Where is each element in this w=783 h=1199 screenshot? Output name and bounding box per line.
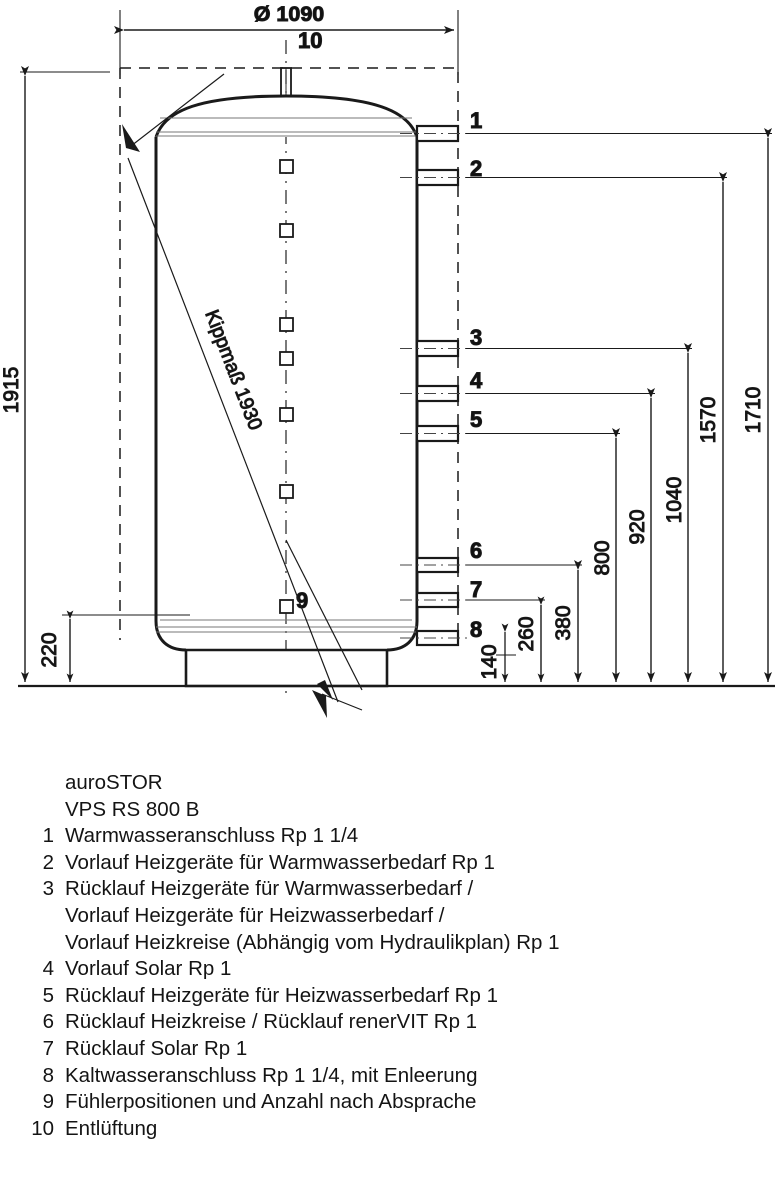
port-nozzle-7: [400, 591, 470, 609]
legend-item-1: 1 Warmwasseranschluss Rp 1 1/4: [0, 823, 783, 850]
sensor-marker: [279, 159, 294, 174]
legend-item-9: 9 Fühlerpositionen und Anzahl nach Abspr…: [0, 1089, 783, 1116]
sensor-callout-9: 9: [296, 588, 308, 613]
port-callout-6: 6: [470, 538, 482, 563]
dim-label-260: 260: [515, 616, 538, 651]
port-callout-1: 1: [470, 108, 482, 133]
legend-item-3-line-3: Vorlauf Heizkreise (Abhängig vom Hydraul…: [65, 930, 560, 954]
dim-label-800: 800: [591, 540, 614, 575]
legend-item-3-line-2: Vorlauf Heizgeräte für Heizwasserbedarf …: [65, 903, 445, 927]
legend-item-5: 5 Rücklauf Heizgeräte für Heizwasserbeda…: [0, 983, 783, 1010]
port-callout-7: 7: [470, 577, 482, 602]
port-nozzle-8: [400, 629, 470, 647]
port-nozzle-6: [400, 556, 470, 574]
base-offset-dimension: [62, 610, 190, 682]
sensor-marker: [279, 317, 294, 332]
port-nozzle-1: [400, 124, 470, 143]
sensor-marker: [279, 223, 294, 238]
legend-item-number: 10: [31, 1116, 54, 1140]
right-dimensions: [466, 128, 772, 682]
port-nozzle-3: [400, 339, 470, 358]
legend-model: VPS RS 800 B: [65, 797, 200, 821]
legend-item-number: 6: [42, 1010, 54, 1034]
legend-item-label: Vorlauf Solar Rp 1: [65, 957, 232, 981]
legend-item-number: 1: [42, 824, 54, 848]
dim-label-380: 380: [552, 605, 575, 640]
port-callout-2: 2: [470, 156, 482, 181]
legend-item-label: Rücklauf Heizkreise / Rücklauf renerVIT …: [65, 1010, 478, 1034]
legend-item-label: Rücklauf Heizgeräte für Warmwasserbedarf…: [65, 877, 474, 901]
tilt-dimension: [122, 73, 339, 718]
overall-height-dimension: [20, 66, 110, 682]
sensor-marker: [279, 407, 294, 422]
legend-item-number: 3: [42, 877, 54, 901]
legend-item-number: 5: [42, 983, 54, 1007]
base-offset-label: 220: [38, 632, 61, 667]
port-nozzle-4: [400, 384, 470, 403]
envelope-box: [119, 67, 459, 640]
legend-block: auroSTOR VPS RS 800 B 1 Warmwasseranschl…: [0, 770, 783, 1142]
legend-item-10: 10 Entlüftung: [0, 1116, 783, 1143]
sensor-marker: [279, 484, 294, 499]
legend-item-label: Warmwasseranschluss Rp 1 1/4: [65, 824, 359, 848]
legend-item-4: 4 Vorlauf Solar Rp 1: [0, 956, 783, 983]
legend-item-3: 3 Rücklauf Heizgeräte für Warmwasserbeda…: [0, 876, 783, 903]
port-callout-5: 5: [470, 407, 482, 432]
vent-callout-10: 10: [298, 28, 322, 53]
dim-label-1570: 1570: [697, 397, 720, 444]
legend-item-number: 9: [42, 1090, 54, 1114]
dim-label-140: 140: [478, 644, 501, 679]
legend-item-8: 8 Kaltwasseranschluss Rp 1 1/4, mit Enle…: [0, 1063, 783, 1090]
tank-technical-drawing: Ø 1090 10: [0, 2, 775, 718]
port-nozzle-5: [400, 424, 470, 443]
legend-item-label: Rücklauf Heizgeräte für Heizwasserbedarf…: [65, 983, 498, 1007]
sensor-marker: [279, 351, 294, 366]
port-callout-3: 3: [470, 325, 482, 350]
overall-height-label: 1915: [0, 367, 23, 414]
legend-item-2: 2 Vorlauf Heizgeräte für Warmwasserbedar…: [0, 850, 783, 877]
tank-shell: [154, 94, 419, 688]
sensor-markers: [279, 159, 294, 614]
legend-item-label: Kaltwasseranschluss Rp 1 1/4, mit Enleer…: [65, 1063, 478, 1087]
legend-item-number: 2: [42, 850, 54, 874]
sensor-marker: [279, 599, 294, 614]
legend-item-label: Rücklauf Solar Rp 1: [65, 1036, 248, 1060]
dim-label-1040: 1040: [663, 477, 686, 524]
port-nozzles: [400, 124, 470, 647]
legend-model-row: VPS RS 800 B: [0, 797, 783, 824]
legend-item-6: 6 Rücklauf Heizkreise / Rücklauf renerVI…: [0, 1009, 783, 1036]
legend-item-number: 4: [42, 957, 54, 981]
dim-label-1710: 1710: [742, 387, 765, 434]
legend-item-number: 8: [42, 1063, 54, 1087]
legend-item-label: Fühlerpositionen und Anzahl nach Absprac…: [65, 1090, 477, 1114]
dim-label-920: 920: [626, 509, 649, 544]
legend-title-row: auroSTOR: [0, 770, 783, 797]
legend-brand: auroSTOR: [65, 771, 163, 794]
port-nozzle-2: [400, 168, 470, 187]
diameter-dimension: [114, 10, 459, 75]
port-callout-4: 4: [470, 368, 483, 393]
legend-item-number: 7: [42, 1036, 54, 1060]
legend-item-label: Entlüftung: [65, 1116, 158, 1140]
legend-item-label: Vorlauf Heizgeräte für Warmwasserbedarf …: [65, 850, 495, 874]
legend-item-7: 7 Rücklauf Solar Rp 1: [0, 1036, 783, 1063]
port-callout-8: 8: [470, 617, 482, 642]
diameter-label: Ø 1090: [254, 2, 325, 26]
